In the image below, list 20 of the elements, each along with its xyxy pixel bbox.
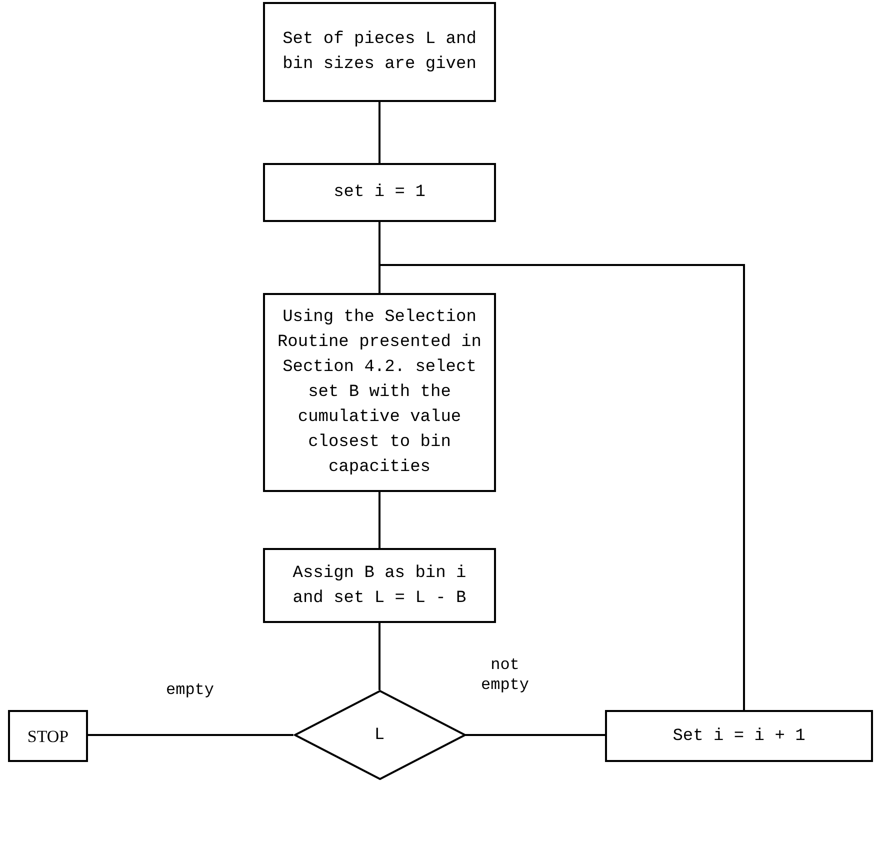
node-text: STOP: [27, 726, 69, 748]
connector-line: [378, 264, 745, 710]
node-text: set i = 1: [334, 182, 426, 204]
connector-line: [88, 734, 294, 736]
decision-diamond: [294, 690, 466, 780]
process-box: [263, 163, 496, 222]
process-box: [605, 710, 873, 762]
connector-line: [378, 102, 380, 163]
process-box: [8, 710, 88, 762]
connector-line: [466, 734, 605, 736]
node-text: Set of pieces L and bin sizes are given: [282, 29, 478, 76]
connector-line: [378, 623, 380, 690]
process-box: [263, 2, 496, 102]
node-text: Set i = i + 1: [672, 726, 806, 748]
process-box: [263, 548, 496, 623]
node-text: L: [374, 724, 385, 746]
process-box: [263, 293, 496, 492]
node-text: Using the Selection Routine presented in Section 4.2. select set B with the cumulative value closest to bin capacities: [276, 307, 483, 479]
node-text: Assign B as bin i and set L = L - B: [292, 562, 468, 610]
connector-line: [378, 492, 380, 548]
